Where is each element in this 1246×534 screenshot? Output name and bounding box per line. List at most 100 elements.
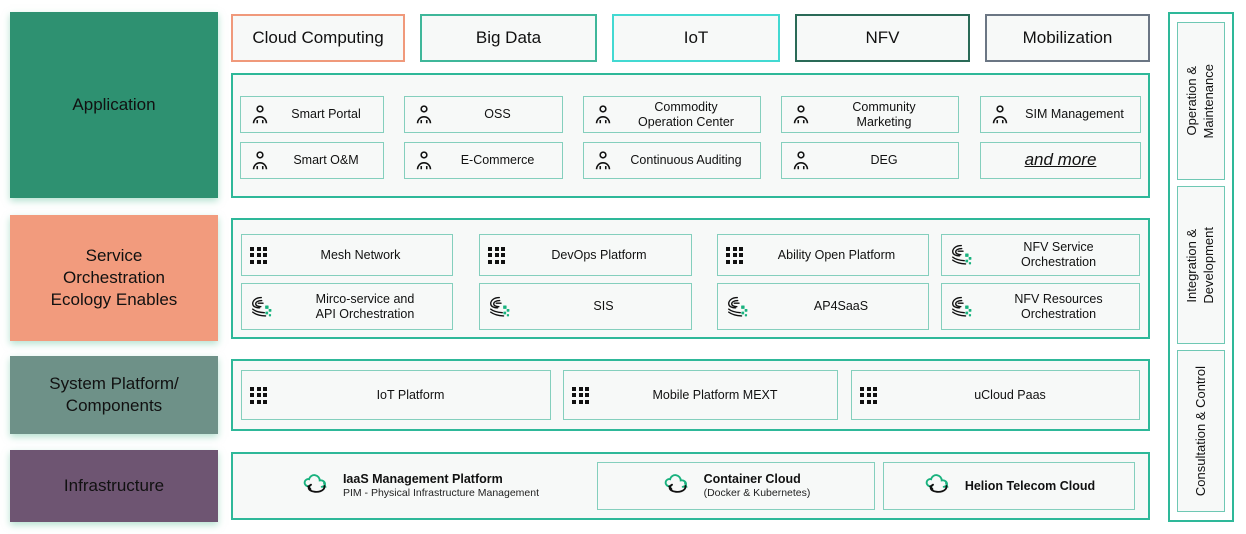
dot bbox=[572, 393, 576, 397]
cloud-icon bbox=[301, 472, 333, 500]
item-container-cloud[interactable]: Container Cloud(Docker & Kubernetes) bbox=[597, 462, 875, 510]
item-label-line1: Mirco-service and bbox=[315, 291, 415, 306]
rail-item-consultation-control[interactable]: Consultation & Control bbox=[1177, 350, 1225, 512]
dot bbox=[732, 253, 737, 257]
item-label: Mesh Network bbox=[277, 248, 444, 263]
dot bbox=[501, 259, 505, 264]
tab-cloud-computing[interactable]: Cloud Computing bbox=[231, 14, 405, 62]
person-icon bbox=[989, 104, 1011, 126]
rail-item-operation-maintenance[interactable]: Operation & Maintenance bbox=[1177, 22, 1225, 180]
rail-item-label: Consultation & Control bbox=[1192, 365, 1208, 497]
item-label-line2: Operation Center bbox=[638, 114, 734, 129]
dot bbox=[739, 253, 743, 257]
dot bbox=[494, 253, 499, 257]
dot bbox=[263, 393, 267, 397]
item-ap4saas[interactable]: AP4SaaS bbox=[717, 283, 929, 330]
item-and-more[interactable]: and more bbox=[980, 142, 1141, 179]
dot bbox=[488, 259, 492, 264]
item-label-line2: API Orchestration bbox=[315, 306, 415, 321]
item-label-line1: Ability Open Platform bbox=[777, 247, 896, 262]
orchestration-icon bbox=[950, 243, 976, 267]
tab-big-data[interactable]: Big Data bbox=[420, 14, 597, 62]
item-label: DEG bbox=[818, 153, 950, 168]
item-label-line1: NFV Resources bbox=[1014, 291, 1103, 306]
dot bbox=[501, 246, 505, 251]
dot bbox=[732, 259, 737, 264]
dot bbox=[578, 399, 583, 404]
item-label: Helion Telecom Cloud bbox=[965, 479, 1095, 494]
item-label: Ability Open Platform bbox=[753, 248, 920, 263]
item-continuous-auditing[interactable]: Continuous Auditing bbox=[583, 142, 761, 179]
item-iot-platform[interactable]: IoT Platform bbox=[241, 370, 551, 420]
dot bbox=[256, 393, 261, 397]
layer-label-line: Application bbox=[72, 95, 156, 115]
person-icon bbox=[592, 150, 614, 172]
item-sim-management[interactable]: SIM Management bbox=[980, 96, 1141, 133]
dot bbox=[263, 399, 267, 404]
item-label-line1: Community bbox=[852, 99, 916, 114]
dot bbox=[860, 399, 864, 404]
dot bbox=[494, 259, 499, 264]
dot-grid-icon bbox=[250, 246, 267, 264]
item-label: DevOps Platform bbox=[515, 248, 683, 263]
dot bbox=[250, 393, 254, 397]
item-devops-platform[interactable]: DevOps Platform bbox=[479, 234, 692, 276]
item-helion-telecom-cloud[interactable]: Helion Telecom Cloud bbox=[883, 462, 1135, 510]
dot bbox=[739, 246, 743, 251]
person-icon bbox=[790, 104, 812, 126]
rail-item-integration-development[interactable]: Integration & Development bbox=[1177, 186, 1225, 344]
tab-label: Big Data bbox=[475, 28, 542, 47]
person-icon bbox=[413, 104, 435, 126]
item-label-line1: Smart O&M bbox=[293, 153, 359, 168]
dot bbox=[860, 393, 864, 397]
layer-label-system: System Platform/Components bbox=[10, 356, 218, 434]
item-ucloud-paas[interactable]: uCloud Paas bbox=[851, 370, 1140, 420]
item-ability-open-platform[interactable]: Ability Open Platform bbox=[717, 234, 929, 276]
item-deg[interactable]: DEG bbox=[781, 142, 959, 179]
dot bbox=[250, 386, 254, 391]
item-sis[interactable]: SIS bbox=[479, 283, 692, 330]
dot bbox=[256, 399, 261, 404]
person-icon bbox=[413, 150, 435, 172]
layer-label-line: Ecology Enables bbox=[50, 289, 178, 309]
item-subtitle: (Docker & Kubernetes) bbox=[703, 487, 811, 500]
dot bbox=[263, 246, 267, 251]
tab-mobilization[interactable]: Mobilization bbox=[985, 14, 1150, 62]
dot bbox=[873, 399, 877, 404]
dot-grid-icon bbox=[488, 246, 505, 264]
dot bbox=[873, 393, 877, 397]
dot bbox=[732, 246, 737, 251]
item-label-line1: Smart Portal bbox=[291, 107, 361, 122]
dot bbox=[256, 246, 261, 251]
item-mesh-network[interactable]: Mesh Network bbox=[241, 234, 453, 276]
person-icon bbox=[790, 150, 812, 172]
item-label-line1: DevOps Platform bbox=[551, 247, 647, 262]
item-subtitle: PIM - Physical Infrastructure Management bbox=[342, 487, 540, 500]
dot-grid-icon bbox=[572, 386, 589, 404]
item-label: SIS bbox=[524, 299, 683, 314]
item-oss[interactable]: OSS bbox=[404, 96, 563, 133]
item-title: Helion Telecom Cloud bbox=[964, 478, 1096, 493]
item-label-line1: Mesh Network bbox=[320, 247, 401, 262]
item-e-commerce[interactable]: E-Commerce bbox=[404, 142, 563, 179]
item-smart-portal[interactable]: Smart Portal bbox=[240, 96, 384, 133]
dot bbox=[873, 386, 877, 391]
item-smart-om[interactable]: Smart O&M bbox=[240, 142, 384, 179]
tab-nfv[interactable]: NFV bbox=[795, 14, 970, 62]
cloud-icon bbox=[923, 472, 955, 500]
orchestration-icon bbox=[250, 295, 276, 319]
dot bbox=[585, 386, 589, 391]
item-label: Smart Portal bbox=[277, 107, 375, 122]
tab-iot[interactable]: IoT bbox=[612, 14, 780, 62]
item-mobile-platform-mext[interactable]: Mobile Platform MEXT bbox=[563, 370, 838, 420]
